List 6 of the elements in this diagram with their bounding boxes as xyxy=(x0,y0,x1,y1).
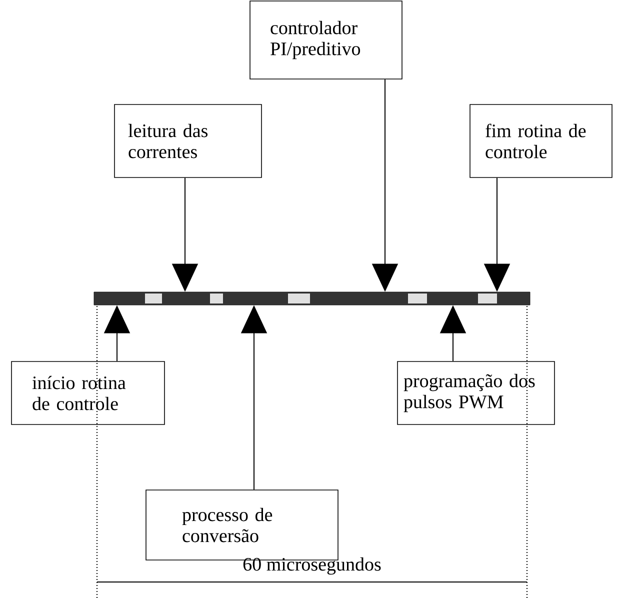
text-box: controlador PI/preditivo xyxy=(250,0,402,80)
text-box: leitura das correntes xyxy=(114,104,262,178)
text-box: programação dos pulsos PWM xyxy=(397,361,555,425)
text-box: início rotina de controle xyxy=(11,361,165,425)
timeline-bar xyxy=(94,292,530,306)
text-box: fim rotina de controle xyxy=(470,104,612,178)
